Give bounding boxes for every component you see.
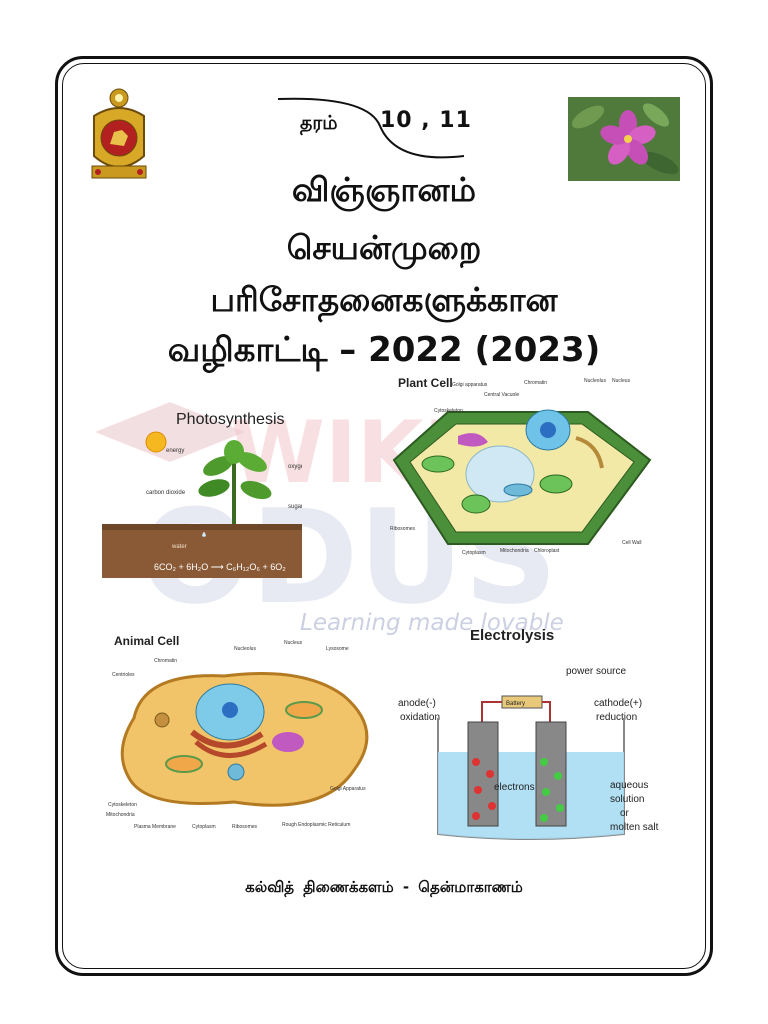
cathode-label: cathode(+) — [594, 698, 642, 709]
subject-title: விஞ்ஞானம் — [291, 170, 477, 209]
plant-cell-title: Plant Cell — [398, 376, 453, 390]
sun-icon — [145, 431, 167, 453]
chloroplast-label: Chloroplast — [534, 548, 560, 554]
sugar-label: sugar — [288, 504, 302, 510]
carbon-dioxide-label: carbon dioxide — [146, 490, 186, 496]
sri-lanka-emblem-icon — [91, 88, 147, 179]
nucleus-label: Nucleus — [612, 378, 631, 384]
chromatin-label: Chromatin — [524, 380, 547, 386]
animal-cell-title: Animal Cell — [114, 634, 179, 648]
footer-text: கல்வித் திணைக்களம் - தென்மாகாணம் — [245, 878, 523, 896]
animal-rough-er-label: Rough Endoplasmic Reticulum — [282, 822, 350, 828]
electrolysis-title: Electrolysis — [470, 627, 554, 644]
animal-cytoskeleton-label: Cytoskeleton — [108, 802, 137, 808]
animal-golgi-label: Golgi Apparatus — [330, 786, 366, 792]
photosynthesis-title: Photosynthesis — [176, 411, 285, 428]
animal-cell-illustration: Animal Cell Nucleolus Nucleus Lysosome C… — [106, 634, 369, 830]
battery-label: Battery — [506, 701, 525, 707]
electrons-label: electrons — [494, 782, 535, 793]
grade-label: தரம் — [300, 112, 338, 134]
page-frame-inner — [62, 63, 706, 969]
plasmodesmata-label: Ribosomes — [390, 526, 416, 532]
photosynthesis-equation: 6CO₂ + 6H₂O ⟶ C₆H₁₂O₆ + 6O₂ — [154, 562, 286, 572]
solution-label-1: aqueous — [610, 780, 648, 791]
solution-label-2: solution — [610, 794, 644, 805]
animal-ribosomes-label: Ribosomes — [232, 824, 258, 830]
centrioles-label: Centrioles — [112, 672, 135, 678]
title-line-1: செயன்முறை — [286, 228, 482, 267]
flower-photo — [568, 97, 680, 181]
reduction-label: reduction — [596, 712, 637, 723]
grade-value: 10 , 11 — [380, 108, 472, 133]
title-line-3: வழிகாட்டி – 2022 (2023) — [167, 330, 601, 370]
animal-chromatin-label: Chromatin — [154, 658, 177, 664]
animal-cytoplasm-label: Cytoplasm — [192, 824, 216, 830]
animal-mitochondria-label: Mitochondria — [106, 812, 135, 818]
decorative-swash — [278, 97, 465, 159]
oxygen-label: oxygen — [288, 464, 302, 470]
animal-nucleolus-label: Nucleolus — [234, 646, 256, 652]
golgi-label: Golgi apparatus — [452, 382, 488, 388]
lysosome-label: Lysosome — [326, 646, 349, 652]
photosynthesis-illustration: Photosynthesis energy carbon dioxide oxy… — [102, 411, 302, 578]
title-line-2: பரிசோதனைகளுக்கான — [210, 280, 558, 319]
power-source-label: power source — [566, 666, 626, 677]
solution-label-3: or — [620, 808, 630, 819]
watermark-tagline: Learning made lovable — [300, 610, 564, 636]
water-label: water — [171, 544, 187, 550]
central-vacuole-label: Central Vacuole — [484, 392, 519, 398]
energy-label: energy — [166, 448, 184, 454]
oxidation-label: oxidation — [400, 712, 440, 723]
page-frame-outer — [55, 56, 713, 976]
plant-cell-illustration: Plant Cell Golgi apparatus Chromatin Nuc… — [390, 376, 652, 556]
animal-nucleus-label: Nucleus — [284, 640, 303, 646]
cytoplasm-label: Cytoplasm — [462, 550, 486, 556]
mitochondria-label: Mitochondria — [500, 548, 529, 554]
anode-label: anode(-) — [398, 698, 436, 709]
animal-membrane-label: Plasma Membrane — [134, 824, 176, 830]
electrolysis-illustration: Electrolysis power source Battery anode(… — [398, 627, 659, 840]
solution-label-4: molten salt — [610, 822, 659, 833]
cell-wall-label: Cell Wall — [622, 540, 642, 546]
nucleolus-label: Nucleolus — [584, 378, 606, 384]
cytoskeleton-label: Cytoskeleton — [434, 408, 463, 414]
